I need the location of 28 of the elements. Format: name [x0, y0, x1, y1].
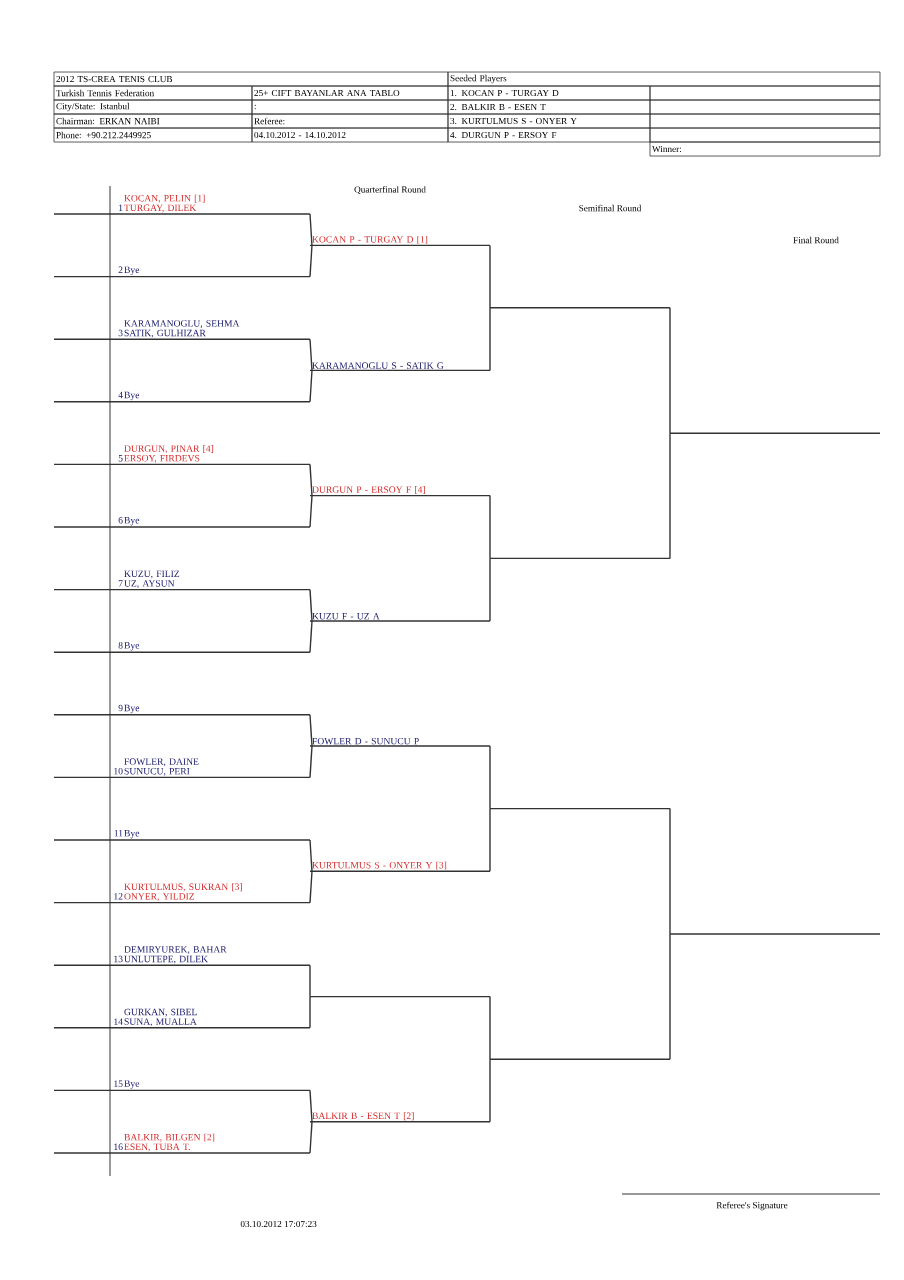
bracket-line: [309, 870, 313, 904]
bracket-line: [309, 1121, 313, 1154]
bracket-line: [489, 307, 491, 372]
bracket-line: [489, 494, 491, 560]
bracket-line: [669, 933, 671, 1060]
bracket-line: [669, 432, 671, 560]
bracket-line: [669, 307, 671, 434]
bracket-line: [489, 557, 491, 622]
bracket-line: [489, 995, 491, 1060]
bracket-line: [309, 244, 313, 278]
bracket-line: [489, 1058, 491, 1123]
bracket-line: [309, 213, 313, 247]
bracket-line: [309, 463, 313, 497]
bracket-line: [309, 964, 311, 998]
bracket-line: [309, 338, 313, 372]
bracket-line: [489, 244, 491, 309]
bracket-line: [309, 588, 313, 622]
bracket-line: [309, 494, 313, 528]
bracket-line: [309, 620, 313, 653]
bracket-line: [309, 1089, 313, 1123]
bracket-line: [669, 807, 671, 935]
bracket-line: [309, 839, 313, 872]
bracket-line: [309, 714, 313, 747]
bracket-line: [309, 995, 311, 1029]
bracket-line: [309, 369, 313, 403]
bracket-line: [309, 745, 313, 779]
bracket-line: [489, 745, 491, 810]
bracket-line: [489, 807, 491, 872]
